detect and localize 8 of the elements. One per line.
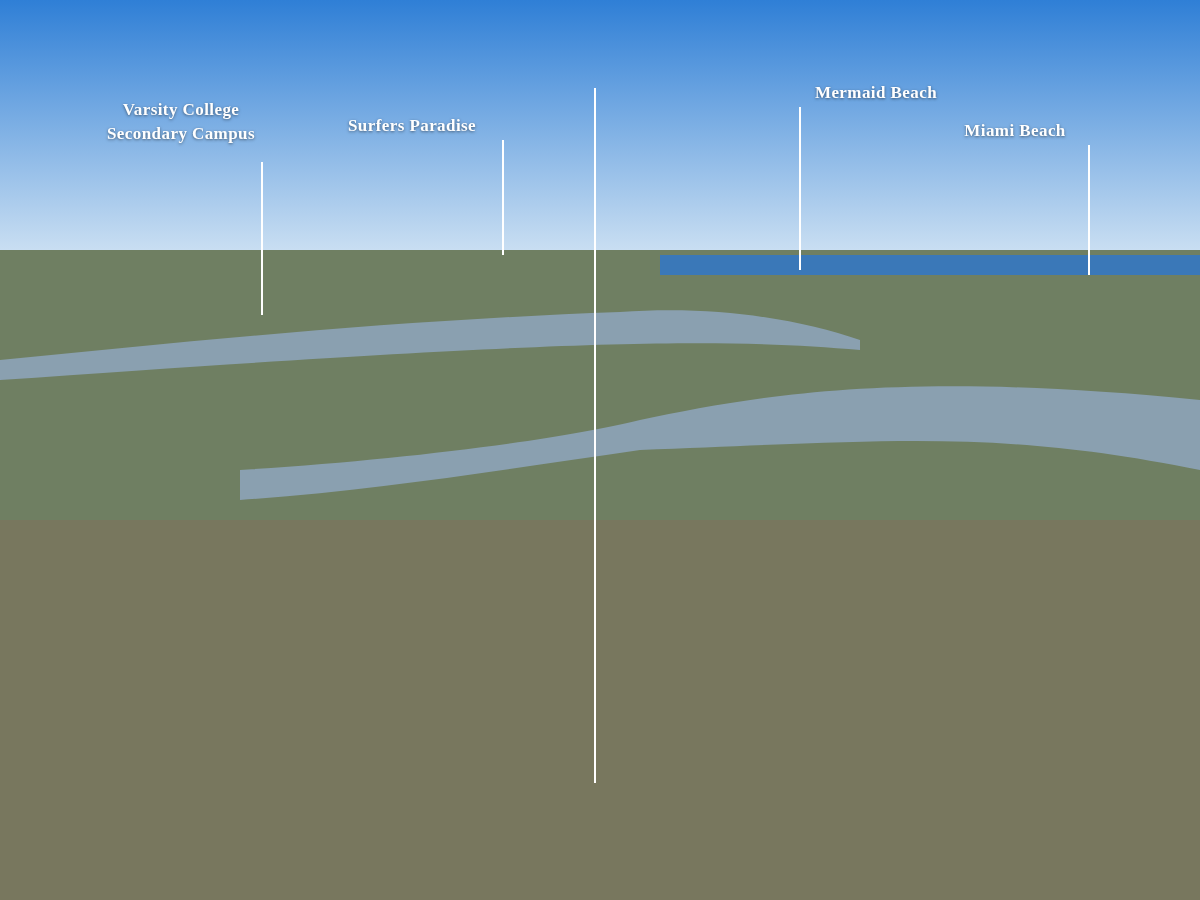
place-label: Varsity College Secondary Campus	[106, 99, 256, 145]
place-label: Miami Beach	[964, 120, 1066, 142]
place-label: Mermaid Beach	[814, 82, 938, 104]
place-label: Surfers Paradise	[347, 115, 477, 137]
leader-line	[261, 161, 263, 316]
leader-line	[799, 106, 801, 271]
leader-line	[1088, 144, 1090, 276]
leader-line	[502, 139, 504, 256]
